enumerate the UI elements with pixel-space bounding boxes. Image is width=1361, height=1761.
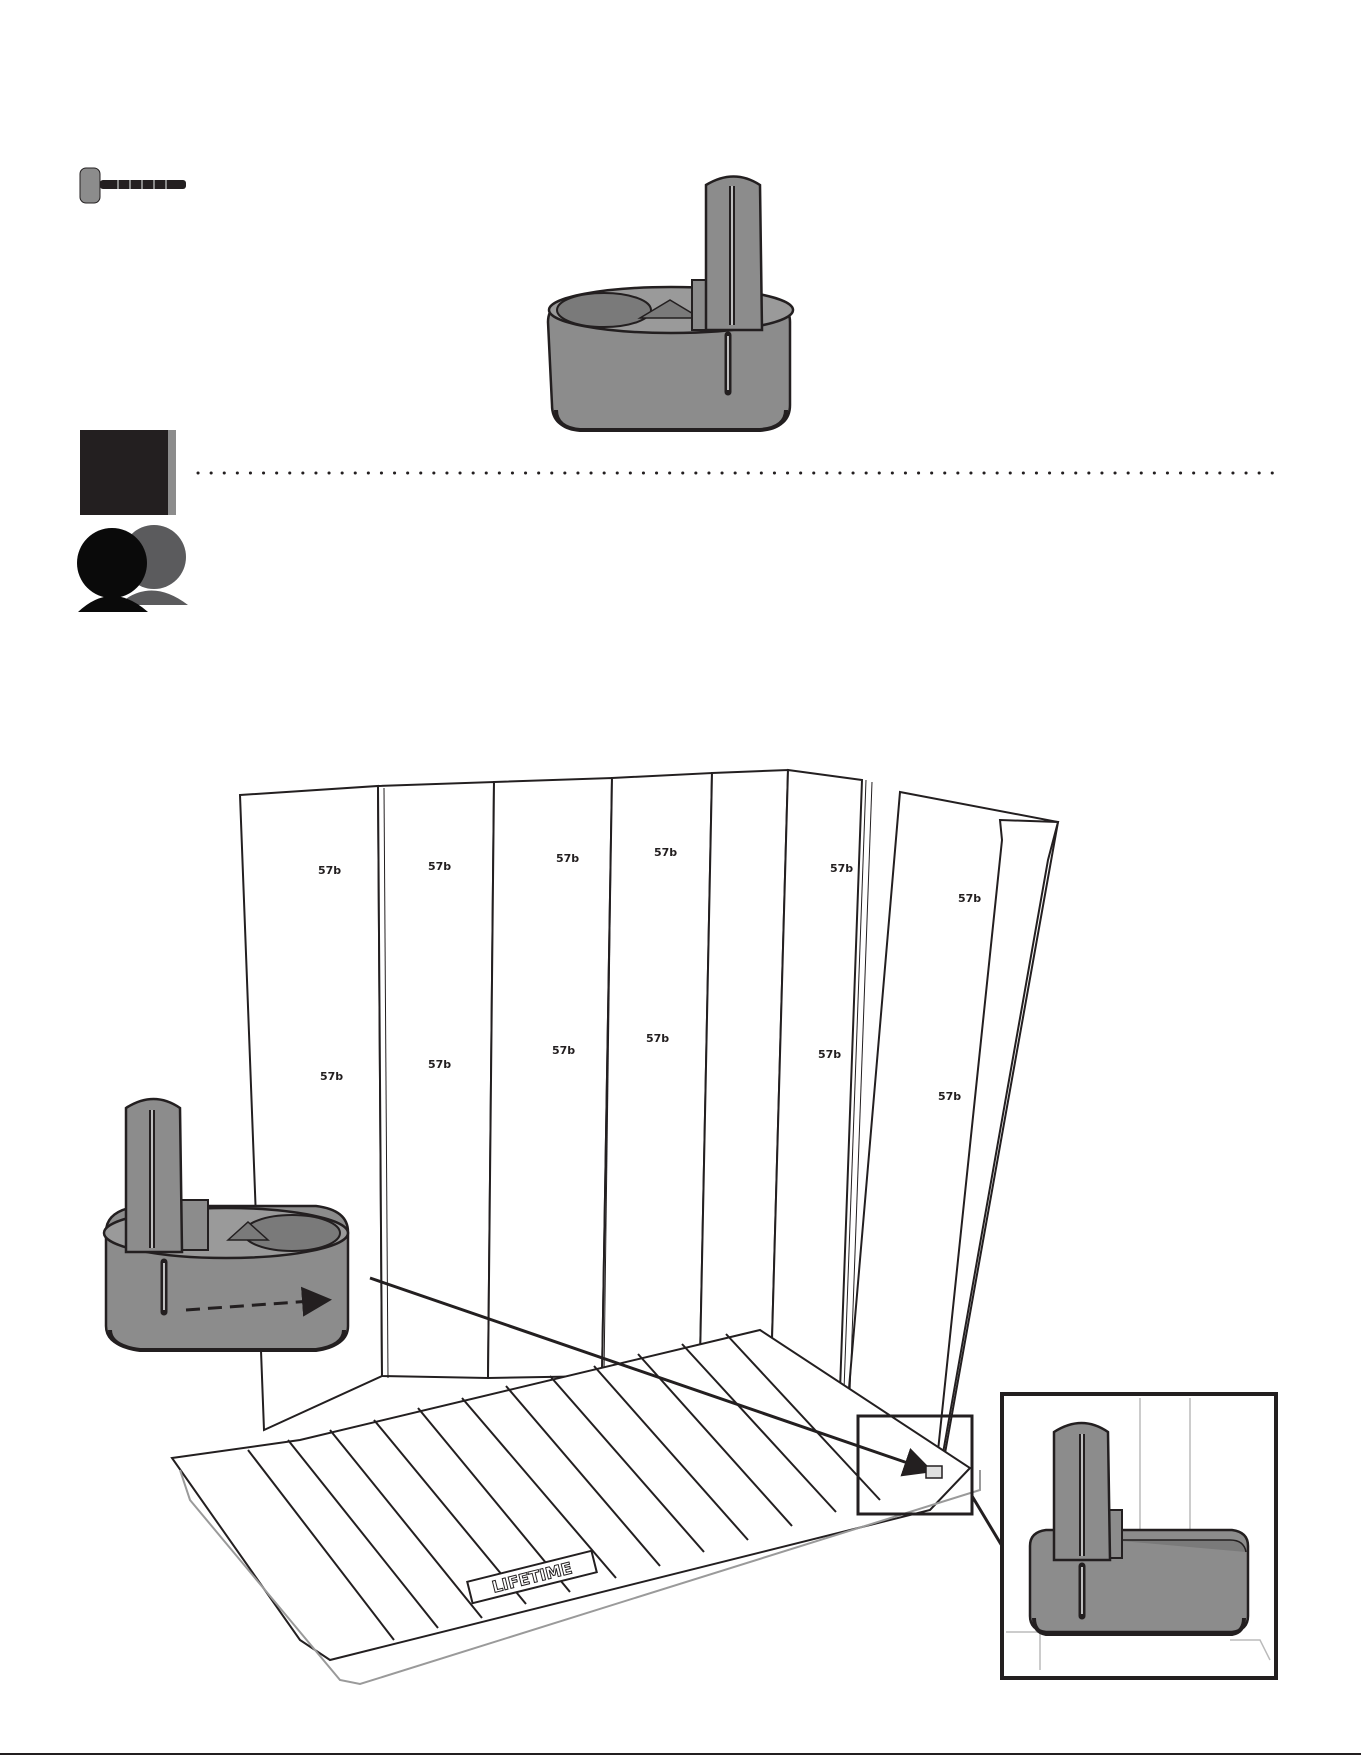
corner-bracket-part-top bbox=[548, 177, 793, 431]
two-person-icon bbox=[77, 525, 188, 612]
footer-rule bbox=[0, 1753, 1361, 1755]
panel-mark: 57b bbox=[830, 862, 853, 875]
panel-mark: 57b bbox=[938, 1090, 961, 1103]
rubber-mallet-icon bbox=[80, 168, 186, 203]
panel-mark: 57b bbox=[320, 1070, 343, 1083]
panel-mark: 57b bbox=[646, 1032, 669, 1045]
panel-mark: 57b bbox=[556, 852, 579, 865]
detail-inset bbox=[1002, 1394, 1276, 1678]
panel-mark: 57b bbox=[318, 864, 341, 877]
panel-mark: 57b bbox=[818, 1048, 841, 1061]
panel-mark: 57b bbox=[428, 860, 451, 873]
panel-mark: 57b bbox=[428, 1058, 451, 1071]
panel-mark: 57b bbox=[654, 846, 677, 859]
panel-mark: 57b bbox=[552, 1044, 575, 1057]
panel-mark: 57b bbox=[958, 892, 981, 905]
